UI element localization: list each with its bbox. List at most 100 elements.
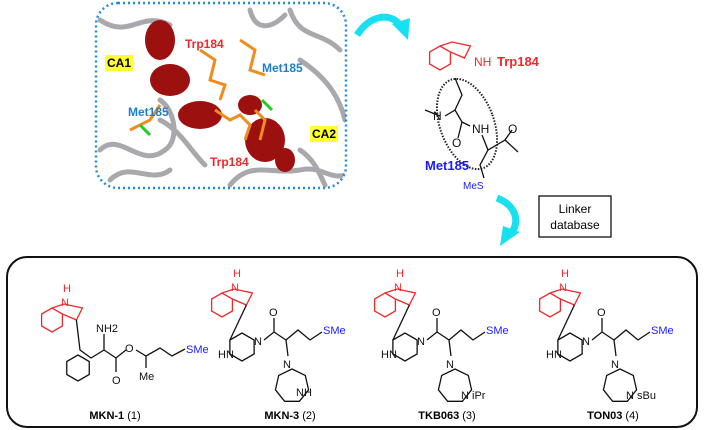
indole-pyrrole-ring [439, 41, 472, 59]
linker-label-line2: database [550, 218, 600, 232]
sme-label: SMe [186, 344, 209, 356]
bond [444, 77, 463, 117]
compound-name: MKN-1 [89, 410, 124, 422]
ester-o-label: O [125, 343, 134, 355]
compound-label: TKB063(3) [418, 410, 475, 422]
indole-h: H [561, 268, 569, 280]
piperazine-hn: HN [546, 349, 562, 361]
alpha-helices [145, 20, 295, 172]
linker-database-box: Linker database [538, 195, 612, 238]
compound-name: TON03 [587, 410, 622, 422]
trp-met-motif-structure: NH Trp184 N NH O O Met185 MeS [424, 41, 540, 192]
indole-h: H [396, 268, 404, 280]
arrowhead-bottom [500, 226, 520, 246]
indole-n: N [231, 282, 239, 294]
sme-label: SMe [323, 325, 346, 337]
indole-pyrrole-ring [51, 303, 84, 321]
substituent-n: N [626, 390, 634, 402]
bond [285, 339, 289, 357]
linker-label-line1: Linker [559, 202, 592, 216]
compound-number: (4) [625, 410, 638, 422]
met185-label-right: Met185 [262, 61, 303, 75]
bond [448, 339, 452, 357]
indole-h: H [63, 283, 71, 295]
bond [457, 121, 463, 139]
bond [263, 331, 287, 341]
indole-pyrrole-ring [221, 288, 254, 306]
compound-name: MKN-3 [264, 410, 299, 422]
met185-label-left: Met185 [128, 105, 169, 119]
bond [504, 139, 519, 153]
bond [557, 304, 575, 341]
substituent-label: sBu [637, 390, 656, 402]
bond [135, 347, 186, 357]
motif-o2: O [508, 122, 517, 136]
bond [481, 129, 513, 151]
bond [454, 109, 471, 127]
indole-pyrrole-ring [384, 288, 417, 306]
compound-label: MKN-3(2) [264, 410, 315, 422]
indole-benzene-ring [40, 307, 64, 333]
indole-h: H [233, 268, 241, 280]
compound-number: (1) [127, 410, 140, 422]
bond [424, 109, 441, 117]
bond [591, 331, 615, 341]
carbonyl-o: O [597, 307, 606, 319]
ca1-label: CA1 [107, 56, 131, 70]
compound-label: TON03(4) [587, 410, 639, 422]
diazepane-n: N [611, 359, 619, 371]
piperazine-ring [557, 332, 583, 362]
curved-arrow-bottom [495, 194, 520, 234]
bond [448, 329, 486, 341]
curved-arrow-top [354, 13, 403, 38]
indole-n: N [394, 282, 402, 294]
compound-name: TKB063 [418, 410, 459, 422]
substituent-n: N [461, 390, 469, 402]
piperazine-hn: HN [381, 349, 397, 361]
bond [285, 329, 323, 341]
diazepane-ring [602, 368, 638, 402]
ca2-label: CA2 [312, 127, 336, 141]
diazepane-nh: NH [296, 387, 312, 399]
bond [613, 339, 617, 357]
diazepane-ring [274, 368, 310, 402]
substituent-label: iPr [472, 390, 486, 402]
indole-n: N [61, 297, 69, 309]
motif-met185-label: Met185 [425, 158, 469, 173]
motif-indole-nh: NH [474, 55, 491, 69]
motif-n: N [433, 109, 442, 123]
arrowhead-top [392, 18, 410, 40]
indole-benzene-ring [373, 292, 397, 318]
piperazine-ring [392, 332, 418, 362]
bond [229, 304, 247, 341]
bond [426, 331, 450, 341]
piperazine-ring [229, 332, 255, 362]
methyl-label: Me [139, 371, 154, 383]
phenyl-ring [66, 354, 90, 382]
compounds-panel [6, 256, 698, 428]
sulfur-atoms [138, 98, 274, 137]
nh2-label: NH2 [96, 323, 118, 335]
compound-label: MKN-1(1) [89, 410, 140, 422]
amide-n: N [417, 336, 425, 348]
bond [75, 319, 105, 359]
protein-panel-border [94, 1, 348, 190]
amide-n: N [582, 336, 590, 348]
indole-benzene-ring [428, 45, 452, 71]
ca1-highlight [105, 55, 133, 71]
indole-pyrrole-ring [549, 288, 582, 306]
compound-number: (2) [302, 410, 315, 422]
diazepane-n: N [283, 359, 291, 371]
motif-mes: MeS [463, 181, 484, 192]
sme-label: SMe [651, 325, 674, 337]
indole-n: N [559, 282, 567, 294]
indole-benzene-ring [210, 292, 234, 318]
diazepane-ring [437, 368, 473, 402]
indole-benzene-ring [538, 292, 562, 318]
dotted-ellipse [435, 77, 499, 171]
